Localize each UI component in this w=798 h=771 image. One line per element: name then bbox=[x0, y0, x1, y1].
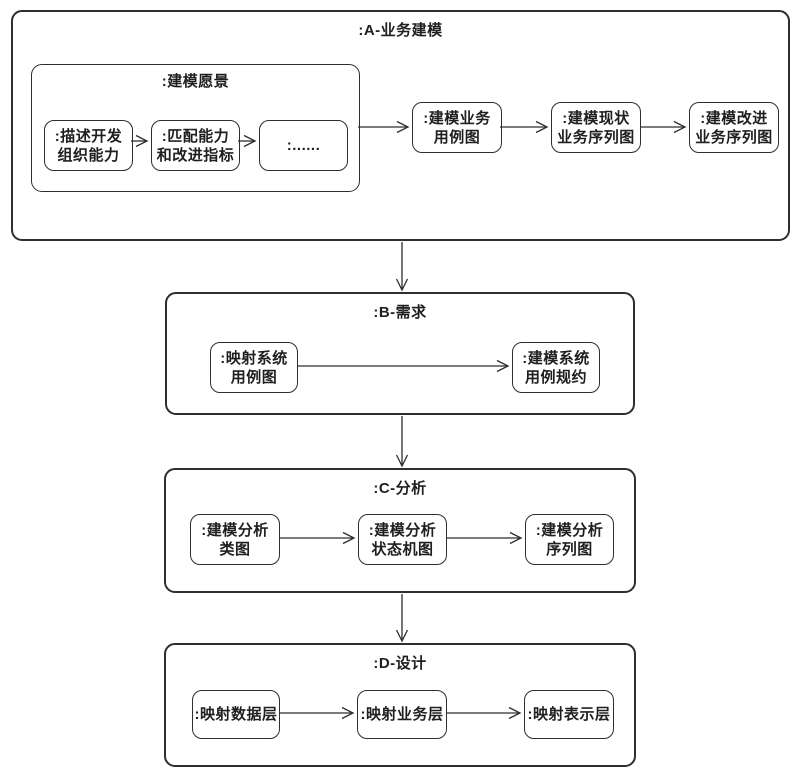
rake-icon bbox=[768, 221, 779, 234]
node-model-analysis-class-diagram: :建模分析 类图 bbox=[190, 514, 280, 565]
node-model-system-usecase-spec: :建模系统 用例规约 bbox=[512, 342, 600, 393]
group-design-title: :D-设计 bbox=[373, 655, 427, 672]
node-label: 序列图 bbox=[546, 540, 593, 558]
node-label: 业务序列图 bbox=[695, 128, 773, 146]
rake-icon bbox=[613, 395, 624, 408]
node-map-business-layer: :映射业务层 bbox=[357, 690, 447, 739]
node-model-current-business-sequence: :建模现状 业务序列图 bbox=[551, 102, 641, 153]
node-label: 类图 bbox=[219, 540, 251, 558]
group-analysis-title: :C-分析 bbox=[373, 480, 427, 497]
node-label: :建模系统 bbox=[522, 349, 590, 367]
rake-icon bbox=[485, 137, 495, 149]
rake-icon bbox=[614, 573, 625, 586]
node-label: :建模分析 bbox=[201, 521, 269, 539]
node-map-presentation-layer: :映射表示层 bbox=[524, 690, 614, 739]
node-label: 状态机图 bbox=[371, 540, 434, 558]
group-business-modeling-title: :A-业务建模 bbox=[358, 22, 443, 39]
node-label: :描述开发 bbox=[54, 127, 123, 145]
rake-icon bbox=[583, 377, 593, 389]
node-label: :...... bbox=[286, 137, 321, 154]
group-design: :D-设计 :映射数据层 :映射业务层 :映射表示层 bbox=[164, 643, 636, 767]
rake-icon bbox=[430, 549, 440, 561]
rake-icon bbox=[331, 155, 341, 167]
group-analysis: :C-分析 :建模分析 类图 :建模分析 状态机图 :建模分析 序列图 bbox=[164, 468, 636, 593]
rake-icon bbox=[597, 723, 607, 735]
node-model-analysis-sequence-diagram: :建模分析 序列图 bbox=[525, 514, 614, 565]
rake-icon bbox=[624, 137, 634, 149]
rake-icon bbox=[430, 723, 440, 735]
node-label: 业务序列图 bbox=[557, 128, 635, 146]
node-label: 用例规约 bbox=[524, 368, 587, 386]
node-label: :建模分析 bbox=[535, 521, 604, 539]
node-label: :建模业务 bbox=[423, 109, 491, 127]
rake-icon bbox=[762, 137, 772, 149]
group-vision: :建模愿景 :描述开发 组织能力 :匹配能力 和改进指标 :...... bbox=[31, 64, 360, 192]
node-label: :匹配能力 bbox=[161, 127, 230, 145]
node-ellipsis: :...... bbox=[259, 120, 348, 171]
node-label: 和改进指标 bbox=[156, 146, 235, 164]
node-label: :映射系统 bbox=[220, 349, 288, 367]
rake-icon bbox=[281, 377, 291, 389]
rake-icon bbox=[223, 155, 233, 167]
node-label: :映射表示层 bbox=[527, 706, 611, 723]
node-model-analysis-statemachine-diagram: :建模分析 状态机图 bbox=[358, 514, 447, 565]
group-requirements: :B-需求 :映射系统 用例图 :建模系统 用例规约 bbox=[165, 292, 635, 415]
node-match-capability-metrics: :匹配能力 和改进指标 bbox=[151, 120, 240, 171]
arrow-a-to-b bbox=[395, 242, 409, 292]
node-label: :映射业务层 bbox=[360, 706, 444, 723]
rake-icon bbox=[116, 155, 126, 167]
node-label: :建模现状 bbox=[562, 109, 630, 127]
node-label: :建模改进 bbox=[700, 109, 768, 127]
node-map-system-usecase-diagram: :映射系统 用例图 bbox=[210, 342, 298, 393]
rake-icon bbox=[263, 723, 273, 735]
node-describe-dev-capability: :描述开发 组织能力 bbox=[44, 120, 133, 171]
arrow-b-to-c bbox=[395, 416, 409, 468]
node-model-improved-business-sequence: :建模改进 业务序列图 bbox=[689, 102, 779, 153]
node-label: 组织能力 bbox=[57, 146, 120, 164]
group-requirements-title: :B-需求 bbox=[373, 304, 427, 321]
group-vision-title: :建模愿景 bbox=[161, 73, 230, 90]
node-label: :映射数据层 bbox=[194, 706, 278, 723]
rake-icon bbox=[614, 747, 625, 760]
rake-icon bbox=[339, 173, 350, 186]
rake-icon bbox=[597, 549, 607, 561]
arrow-c-to-d bbox=[395, 594, 409, 643]
node-model-business-usecase-diagram: :建模业务 用例图 bbox=[412, 102, 502, 153]
node-map-data-layer: :映射数据层 bbox=[192, 690, 280, 739]
node-label: :建模分析 bbox=[368, 521, 437, 539]
group-business-modeling: :A-业务建模 :建模愿景 :描述开发 组织能力 :匹配能力 和改进指标 :..… bbox=[11, 10, 790, 241]
rake-icon bbox=[263, 549, 273, 561]
node-label: 用例图 bbox=[433, 128, 481, 146]
node-label: 用例图 bbox=[230, 368, 278, 386]
